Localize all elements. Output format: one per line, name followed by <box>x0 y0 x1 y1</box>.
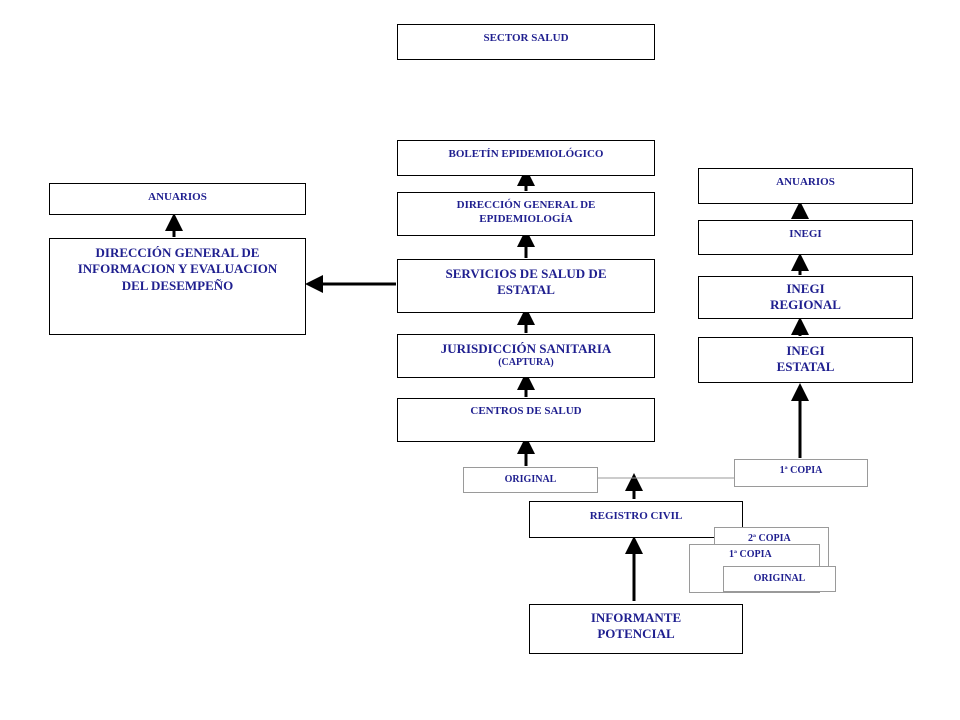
informante-box: INFORMANTE POTENCIAL <box>529 604 743 654</box>
servicios-salud-label: SERVICIOS DE SALUD DE ESTATAL <box>445 266 607 298</box>
inegi-estatal-box: INEGI ESTATAL <box>698 337 913 383</box>
jurisdiccion-sublabel: (CAPTURA) <box>498 357 554 369</box>
anuarios-right-box: ANUARIOS <box>698 168 913 204</box>
anuarios-left-label: ANUARIOS <box>148 191 207 203</box>
jurisdiccion-box: JURISDICCIÓN SANITARIA (CAPTURA) <box>397 334 655 378</box>
inegi-box: INEGI <box>698 220 913 255</box>
primera-copia-stack-label: 1ª COPIA <box>729 549 772 560</box>
original-label: ORIGINAL <box>504 473 557 485</box>
anuarios-right-label: ANUARIOS <box>776 176 835 188</box>
inegi-label: INEGI <box>789 228 822 240</box>
sector-salud-label: SECTOR SALUD <box>483 32 569 44</box>
original-stack-label: ORIGINAL <box>753 572 806 584</box>
primera-copia-label: 1ª COPIA <box>779 465 823 476</box>
boletin-label: BOLETÍN EPIDEMIOLÓGICO <box>448 148 604 160</box>
jurisdiccion-label: JURISDICCIÓN SANITARIA <box>440 341 612 356</box>
segunda-copia-label: 2ª COPIA <box>748 533 791 544</box>
centros-salud-box: CENTROS DE SALUD <box>397 398 655 442</box>
registro-civil-box: REGISTRO CIVIL <box>529 501 743 538</box>
direccion-informacion-box: DIRECCIÓN GENERAL DE INFORMACION Y EVALU… <box>49 238 306 335</box>
registro-civil-label: REGISTRO CIVIL <box>589 510 683 522</box>
inegi-regional-box: INEGI REGIONAL <box>698 276 913 319</box>
inegi-estatal-label: INEGI ESTATAL <box>776 343 835 375</box>
primera-copia-box: 1ª COPIA <box>734 459 868 487</box>
anuarios-left-box: ANUARIOS <box>49 183 306 215</box>
direccion-epidemiologia-label: DIRECCIÓN GENERAL DE EPIDEMIOLOGÍA <box>456 199 596 225</box>
informante-label: INFORMANTE POTENCIAL <box>590 610 682 642</box>
original-box: ORIGINAL <box>463 467 598 493</box>
direccion-informacion-label: DIRECCIÓN GENERAL DE INFORMACION Y EVALU… <box>77 245 278 293</box>
original-stack-box: ORIGINAL <box>723 566 836 592</box>
inegi-regional-label: INEGI REGIONAL <box>770 281 841 313</box>
direccion-epidemiologia-box: DIRECCIÓN GENERAL DE EPIDEMIOLOGÍA <box>397 192 655 236</box>
servicios-salud-box: SERVICIOS DE SALUD DE ESTATAL <box>397 259 655 313</box>
boletin-box: BOLETÍN EPIDEMIOLÓGICO <box>397 140 655 176</box>
centros-salud-label: CENTROS DE SALUD <box>470 405 582 417</box>
sector-salud-box: SECTOR SALUD <box>397 24 655 60</box>
